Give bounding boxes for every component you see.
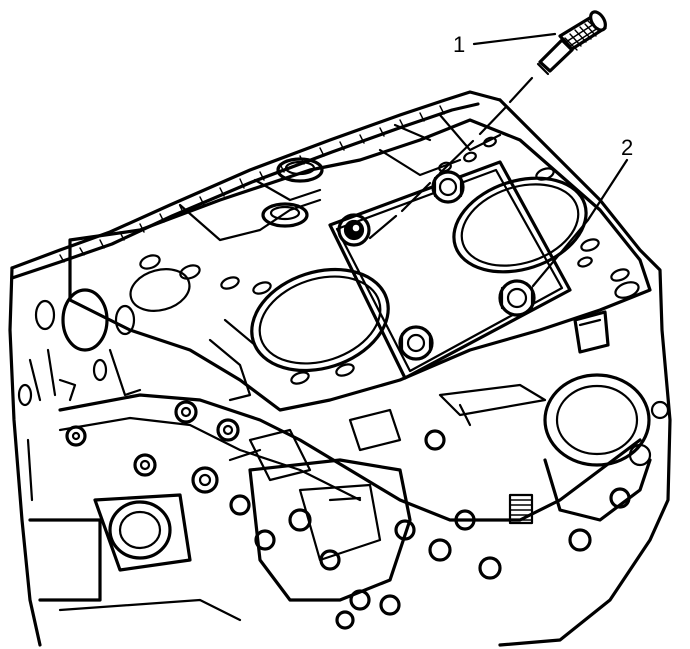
engine-block — [8, 90, 672, 647]
head-bolts — [337, 170, 536, 361]
grille — [508, 493, 534, 525]
callout-label-2: 2 — [621, 135, 633, 160]
callout-1-leader — [472, 32, 557, 46]
deck-ports — [139, 136, 640, 385]
callout-label-1: 1 — [453, 32, 465, 57]
callout-2-leader — [531, 158, 629, 288]
callout-1-tool — [368, 10, 607, 240]
